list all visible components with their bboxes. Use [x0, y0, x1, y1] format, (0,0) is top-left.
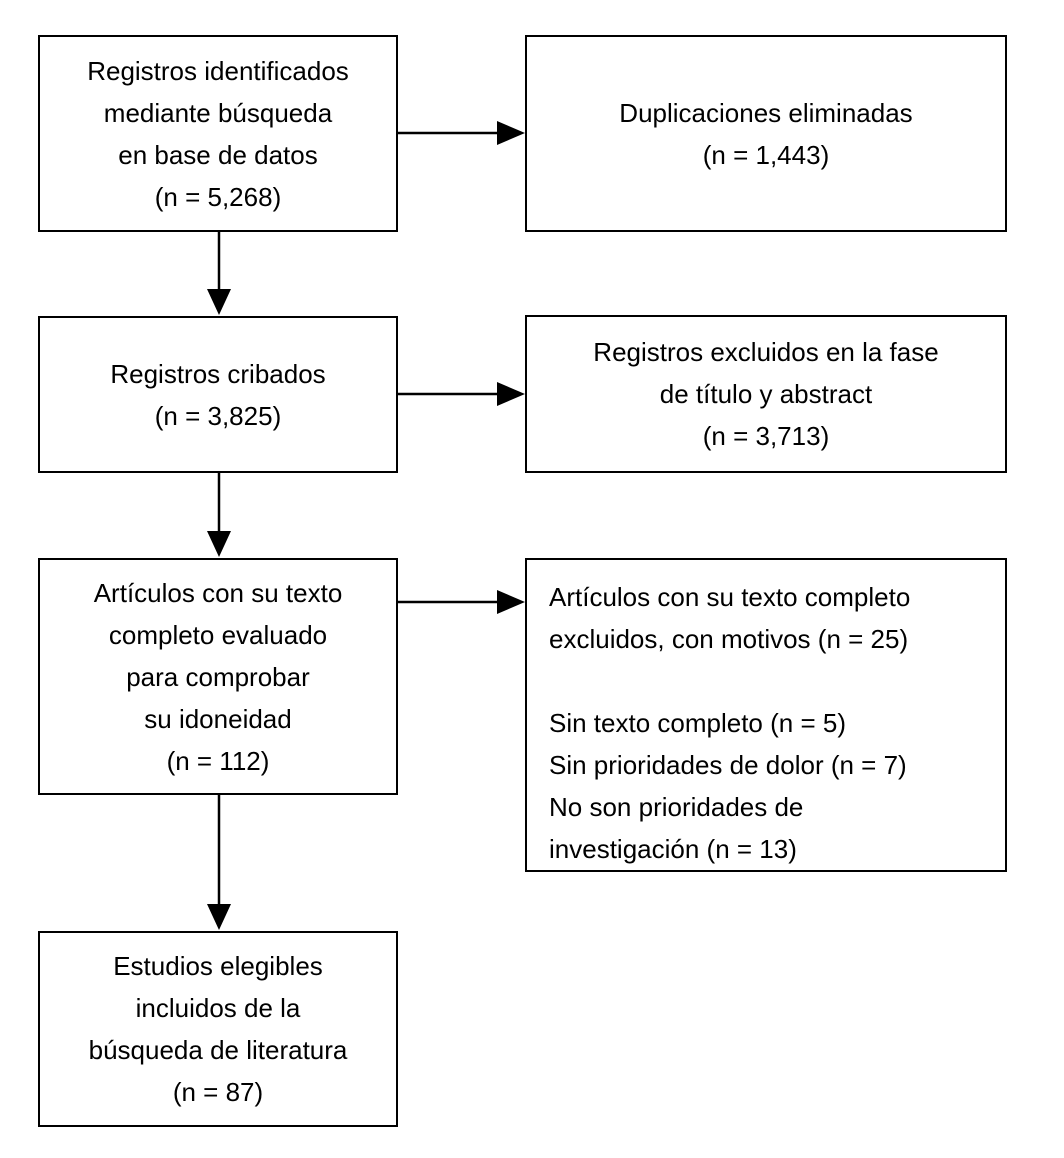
- box-records-screened: Registros cribados (n = 3,825): [38, 316, 398, 473]
- box-records-excluded-title-abstract: Registros excluidos en la fase de título…: [525, 315, 1007, 473]
- arrow-fulltext-to-included: [207, 794, 231, 930]
- arrow-screened-to-fulltext: [207, 472, 231, 557]
- arrow-identified-to-screened: [207, 231, 231, 315]
- arrow-screened-to-excluded: [397, 382, 525, 406]
- box-duplicates-removed: Duplicaciones eliminadas (n = 1,443): [525, 35, 1007, 232]
- arrow-fulltext-to-excluded: [397, 590, 525, 614]
- box-fulltext-assessed: Artículos con su texto completo evaluado…: [38, 558, 398, 795]
- box-records-identified: Registros identificados mediante búsqued…: [38, 35, 398, 232]
- arrow-identified-to-duplicates: [397, 121, 525, 145]
- box-studies-included: Estudios elegibles incluidos de la búsqu…: [38, 931, 398, 1127]
- box-fulltext-excluded-reasons: Artículos con su texto completo excluido…: [525, 558, 1007, 872]
